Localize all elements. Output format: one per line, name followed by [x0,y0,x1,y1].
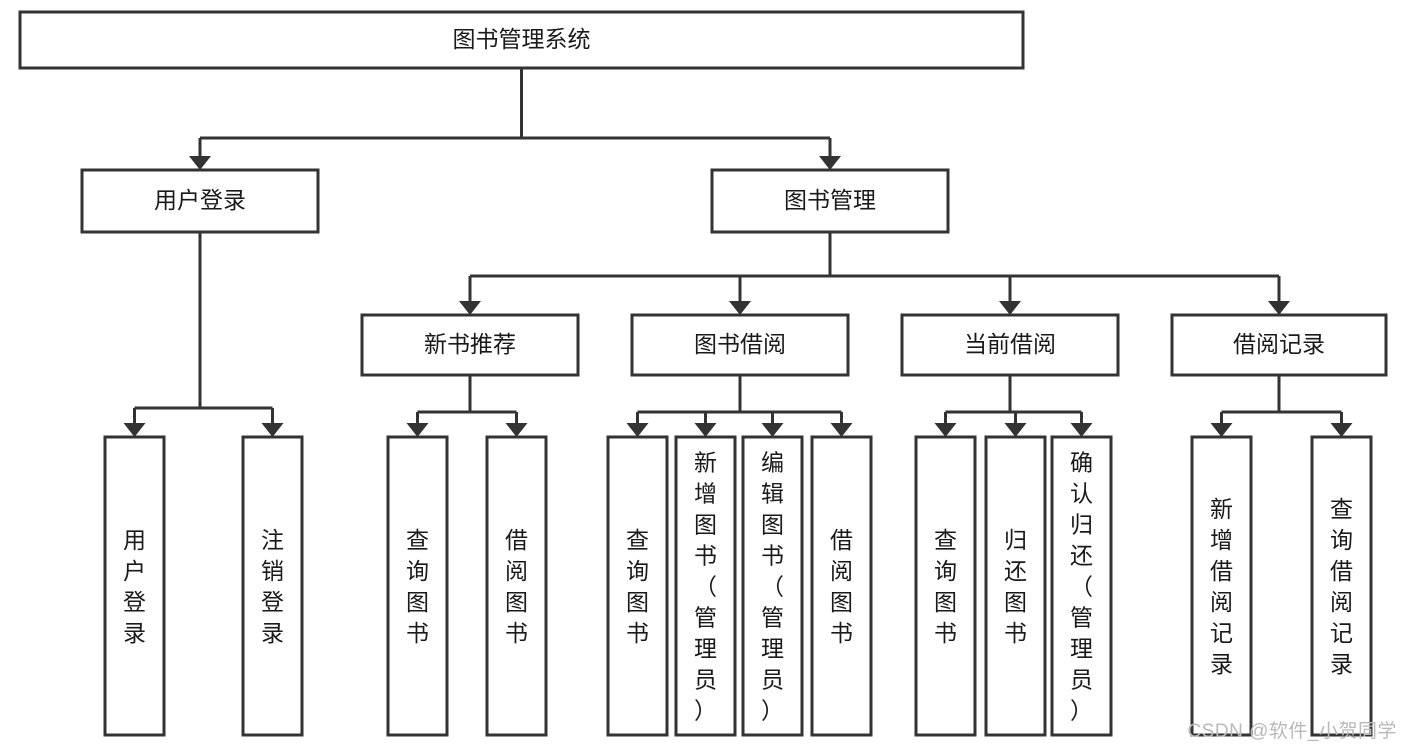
userlogin-to-leaves-arrow-0 [123,423,146,437]
leaf-label: 新增图书（管理员） [694,450,717,724]
leaf-box[interactable] [1310,435,1373,737]
leaf-node-6[interactable]: 编辑图书（管理员） [741,435,804,737]
level1-node-1[interactable]: 图书管理 [710,168,950,234]
leaf-node-1[interactable]: 注销登录 [241,435,304,737]
leaf-node-11[interactable]: 新增借阅记录 [1190,435,1253,737]
level2-box[interactable] [900,313,1120,377]
userlogin-to-leaves-arrow-1 [261,423,284,437]
bookmgmt-to-level2-arrow-1 [729,301,751,315]
level1-node-0[interactable]: 用户登录 [80,168,320,234]
leaf-node-3[interactable]: 借阅图书 [485,435,548,737]
leaf-label: 借阅图书 [830,527,853,646]
leaf-box[interactable] [386,435,449,737]
l2-1-to-leaves-arrow-3 [830,423,853,437]
leaf-box[interactable] [103,435,166,737]
leaf-node-2[interactable]: 查询图书 [386,435,449,737]
l2-1-to-leaves-arrow-2 [761,423,784,437]
connector-lines-group [123,68,1353,437]
root-to-level1-arrow-0 [189,156,211,170]
l2-0-to-leaves-arrow-0 [406,423,429,437]
leaf-box[interactable] [1050,435,1113,737]
root-label: 图书管理系统 [453,26,591,52]
leaf-label: 新增借阅记录 [1210,496,1233,677]
level2-label: 图书借阅 [694,331,786,357]
root-to-level1-arrow-1 [819,156,841,170]
leaf-box[interactable] [241,435,304,737]
root-node-0[interactable]: 图书管理系统 [18,10,1025,70]
leaf-box[interactable] [1190,435,1253,737]
leaf-label: 查询图书 [406,527,429,646]
leaf-label: 查询借阅记录 [1330,496,1353,677]
leaf-label: 编辑图书（管理员） [761,450,784,724]
l2-2-to-leaves-arrow-1 [1004,423,1027,437]
leaf-label: 确认归还（管理员） [1070,450,1093,724]
level2-node-1[interactable]: 图书借阅 [630,313,850,377]
bookmgmt-to-level2-arrow-2 [999,301,1021,315]
level2-node-0[interactable]: 新书推荐 [360,313,580,377]
leaf-label: 借阅图书 [505,527,528,646]
leaf-box[interactable] [984,435,1047,737]
level2-box[interactable] [630,313,850,377]
level2-label: 新书推荐 [424,331,516,357]
level1-box[interactable] [710,168,950,234]
leaf-box[interactable] [674,435,737,737]
leaf-node-9[interactable]: 归还图书 [984,435,1047,737]
level2-box[interactable] [360,313,580,377]
level2-label: 借阅记录 [1233,331,1325,357]
leaf-box[interactable] [741,435,804,737]
l2-1-to-leaves-arrow-1 [694,423,717,437]
level1-label: 用户登录 [154,187,246,213]
leaf-label: 查询图书 [626,527,649,646]
level1-box[interactable] [80,168,320,234]
leaf-box[interactable] [810,435,873,737]
leaf-box[interactable] [606,435,669,737]
level2-label: 当前借阅 [964,331,1056,357]
node-boxes-group: 图书管理系统用户登录图书管理新书推荐图书借阅当前借阅借阅记录用户登录注销登录查询… [18,10,1388,737]
bookmgmt-to-level2-arrow-0 [459,301,481,315]
leaf-node-5[interactable]: 新增图书（管理员） [674,435,737,737]
leaf-node-4[interactable]: 查询图书 [606,435,669,737]
l2-2-to-leaves-arrow-2 [1070,423,1093,437]
level2-node-2[interactable]: 当前借阅 [900,313,1120,377]
l2-1-to-leaves-arrow-0 [626,423,649,437]
bookmgmt-to-level2-arrow-3 [1268,301,1290,315]
leaf-label: 归还图书 [1004,527,1027,646]
leaf-box[interactable] [914,435,977,737]
l2-3-to-leaves-arrow-0 [1210,423,1233,437]
level2-box[interactable] [1170,313,1388,377]
leaf-label: 用户登录 [123,527,146,646]
leaf-node-7[interactable]: 借阅图书 [810,435,873,737]
leaf-node-8[interactable]: 查询图书 [914,435,977,737]
l2-2-to-leaves-arrow-0 [934,423,957,437]
root-box[interactable] [18,10,1025,70]
leaf-node-12[interactable]: 查询借阅记录 [1310,435,1373,737]
l2-0-to-leaves-arrow-1 [505,423,528,437]
leaf-label: 查询图书 [934,527,957,646]
leaf-label: 注销登录 [261,527,284,646]
leaf-box[interactable] [485,435,548,737]
level1-label: 图书管理 [784,187,876,213]
l2-3-to-leaves-arrow-1 [1330,423,1353,437]
level2-node-3[interactable]: 借阅记录 [1170,313,1388,377]
leaf-node-0[interactable]: 用户登录 [103,435,166,737]
leaf-node-10[interactable]: 确认归还（管理员） [1050,435,1113,737]
